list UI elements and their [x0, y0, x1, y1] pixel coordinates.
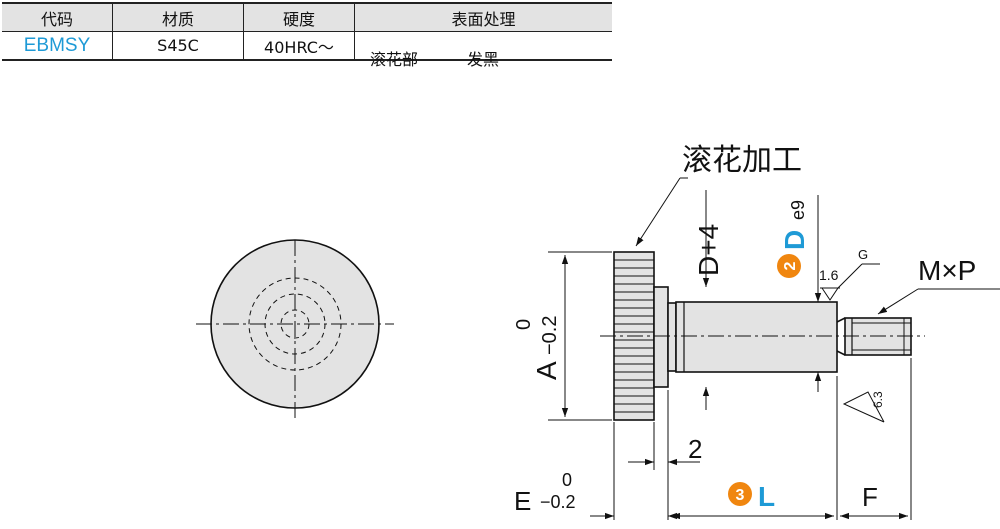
- dim-e-tol-upper: 0: [562, 470, 572, 490]
- badge-2-text: 2: [782, 261, 799, 270]
- dim-f: F: [862, 482, 878, 512]
- dim-e: E: [514, 486, 531, 516]
- treatment-black-oxide: 发黑: [467, 49, 500, 69]
- badge-3: 3: [728, 482, 752, 506]
- dim-l: L: [758, 481, 775, 512]
- spec-table-header-row: 代码 材质 硬度 表面处理: [2, 2, 612, 32]
- header-material: 材质: [112, 2, 244, 32]
- spec-table: 代码 材质 硬度 表面处理 EBMSY S45C 40HRC～ 滚花部 发黑: [2, 2, 612, 69]
- dimension-lines: [548, 177, 1000, 520]
- dim-d: D: [779, 230, 810, 250]
- badge-3-text: 3: [736, 487, 745, 504]
- cell-material: S45C: [112, 31, 244, 61]
- badge-2: 2: [777, 254, 801, 278]
- shaft: [675, 301, 838, 373]
- cell-code: EBMSY: [2, 31, 113, 61]
- collar: [653, 286, 669, 388]
- cell-surface-treatment: 滚花部 发黑: [354, 31, 612, 69]
- knurl-label: 滚花加工: [682, 144, 802, 177]
- spec-table-row: EBMSY S45C 40HRC～ 滚花部 发黑: [2, 31, 612, 69]
- dim-a-tol-lower: −0.2: [539, 316, 561, 355]
- neck: [667, 302, 677, 372]
- header-hardness: 硬度: [243, 2, 355, 32]
- cell-hardness: 40HRC～: [243, 31, 355, 61]
- thread-label: M×P: [918, 255, 976, 286]
- dim-2: 2: [688, 434, 702, 464]
- finish-6-3: 6.3: [871, 391, 885, 408]
- header-surface-treatment: 表面处理: [354, 2, 612, 32]
- side-view: [600, 251, 925, 421]
- finish-1-6: 1.6: [819, 267, 839, 283]
- dim-a: A: [531, 361, 562, 380]
- treatment-knurl-part: 滚花部: [370, 49, 419, 69]
- header-code: 代码: [2, 2, 113, 32]
- dim-a-tol-upper: 0: [513, 319, 535, 330]
- knurl-pattern: [614, 259, 654, 413]
- dim-d-tolerance: e9: [788, 200, 808, 220]
- end-view: [196, 239, 394, 420]
- dim-e-tol-lower: −0.2: [540, 492, 576, 512]
- dim-d-plus-4: D+4: [693, 224, 724, 276]
- grind-mark: G: [858, 247, 868, 262]
